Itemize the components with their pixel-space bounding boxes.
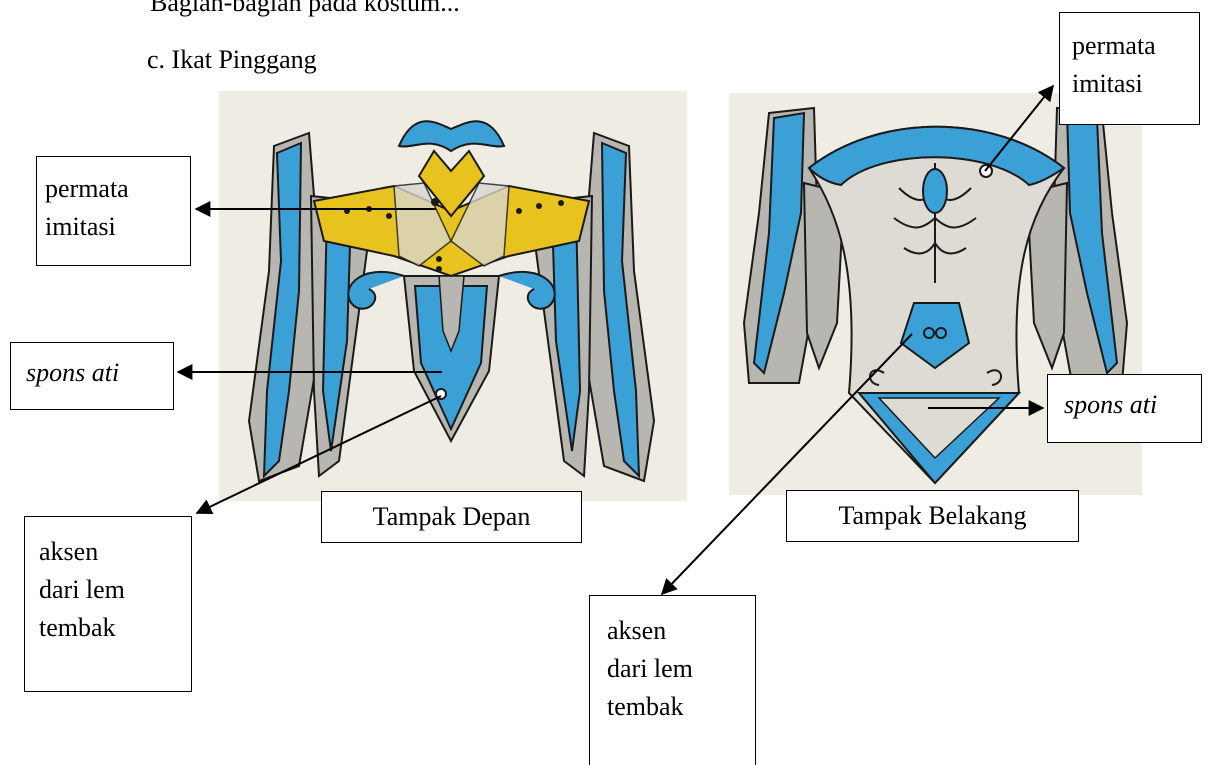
front-view-photo <box>219 91 687 501</box>
label-permata-back-text: permata imitasi <box>1072 27 1199 103</box>
clipped-top-text: Bagian-bagian pada kostum... <box>150 0 460 18</box>
label-permata-front: permata imitasi <box>36 156 191 266</box>
label-aksen-back-text: aksen dari lem tembak <box>607 612 755 726</box>
label-spons-front-text: spons ati <box>26 354 173 392</box>
label-spons-back: spons ati <box>1047 374 1202 443</box>
label-permata-back: permata imitasi <box>1059 12 1200 125</box>
label-spons-back-text: spons ati <box>1064 386 1201 424</box>
front-belt-drawing <box>219 91 687 501</box>
caption-front: Tampak Depan <box>321 491 582 543</box>
caption-back: Tampak Belakang <box>786 490 1079 542</box>
label-spons-front: spons ati <box>10 342 174 410</box>
caption-front-text: Tampak Depan <box>322 498 581 536</box>
section-heading: c. Ikat Pinggang <box>147 44 317 76</box>
label-aksen-front-text: aksen dari lem tembak <box>39 533 191 647</box>
label-aksen-back: aksen dari lem tembak <box>589 595 756 765</box>
label-permata-front-text: permata imitasi <box>45 170 190 246</box>
label-aksen-front: aksen dari lem tembak <box>24 516 192 692</box>
caption-back-text: Tampak Belakang <box>787 497 1078 535</box>
